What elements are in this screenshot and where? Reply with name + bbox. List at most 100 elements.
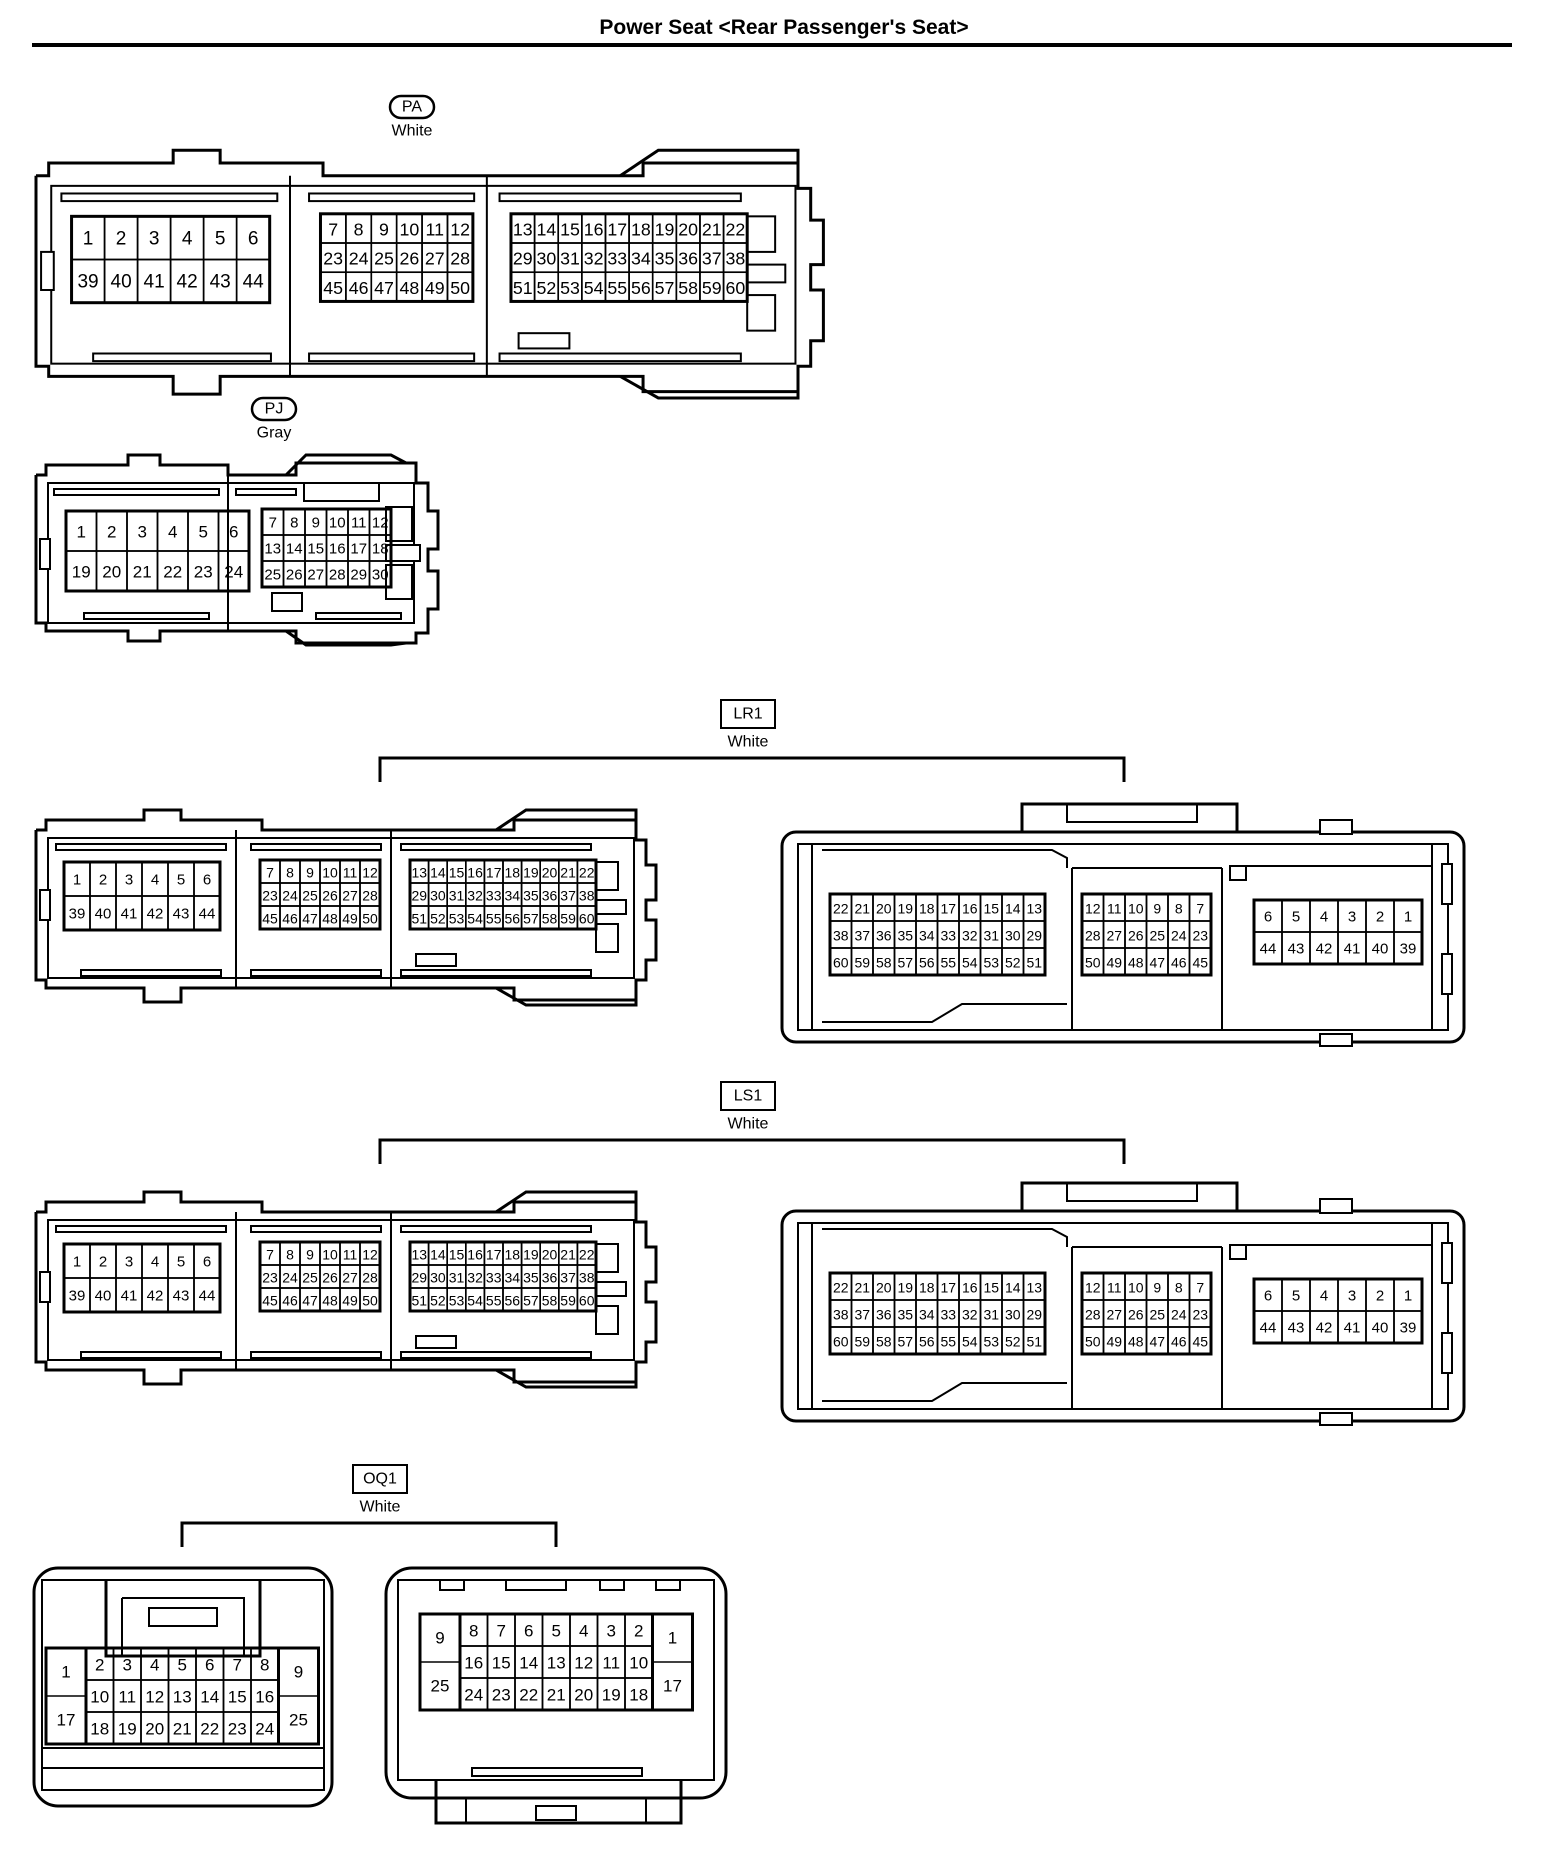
rib — [55, 843, 227, 851]
pin-number: 34 — [919, 1307, 935, 1323]
pin-number: 13 — [264, 541, 281, 558]
lock-arm — [104, 1580, 262, 1658]
rib — [250, 969, 382, 977]
housing-outline — [34, 1190, 658, 1386]
pin-number: 16 — [464, 1654, 483, 1673]
pin-number: 36 — [542, 888, 558, 904]
connector-color: White — [360, 1499, 401, 1516]
pin-number: 7 — [233, 1656, 242, 1675]
pin-number: 2 — [99, 872, 107, 889]
pin-cell — [1188, 1326, 1212, 1355]
pin-number: 12 — [1085, 901, 1101, 917]
pin-number: 27 — [1106, 928, 1122, 944]
key — [1229, 1244, 1247, 1260]
pin-number: 7 — [1196, 901, 1204, 917]
pin-number: 22 — [833, 1280, 849, 1296]
pin-cell — [193, 1277, 221, 1313]
pin-number: 36 — [876, 1307, 892, 1323]
pin-number: 18 — [919, 1280, 935, 1296]
pin-number: 12 — [450, 219, 470, 239]
lock-tab — [148, 1607, 218, 1627]
pin-number: 60 — [833, 955, 849, 971]
pin-number: 16 — [329, 541, 346, 558]
pin-number: 57 — [523, 1293, 539, 1309]
pin-number: 22 — [519, 1686, 538, 1705]
pin-number: 42 — [147, 906, 164, 923]
rib — [822, 1382, 1067, 1402]
pin-number: 20 — [102, 563, 121, 582]
pin-number: 5 — [178, 1656, 187, 1675]
rib — [822, 1003, 1067, 1023]
pin-number: 47 — [302, 1293, 318, 1309]
latch-slot — [415, 953, 457, 967]
pin-number: 16 — [467, 865, 483, 881]
pin-number: 2 — [116, 228, 127, 249]
pin-number: 48 — [322, 911, 338, 927]
pin-number: 35 — [655, 249, 675, 269]
rib — [250, 1351, 382, 1359]
pin-number: 50 — [362, 911, 378, 927]
pin-number: 6 — [205, 1656, 214, 1675]
pin-number: 21 — [547, 1686, 566, 1705]
pin-number: 14 — [200, 1688, 219, 1707]
lock-tab — [1020, 802, 1239, 832]
pin-number: 56 — [919, 1334, 935, 1350]
pin-number: 23 — [1192, 928, 1208, 944]
connector-id-box — [352, 1464, 408, 1494]
pin-number: 23 — [262, 888, 278, 904]
housing-nose — [284, 453, 407, 477]
pin-number: 30 — [372, 567, 389, 584]
connector-bracket — [378, 756, 1126, 782]
pin-number: 50 — [450, 278, 470, 298]
pin-number: 9 — [306, 865, 314, 881]
pin-number: 56 — [919, 955, 935, 971]
pin-cell — [1022, 947, 1046, 976]
pin-number: 18 — [629, 1686, 648, 1705]
pin-number: 2 — [634, 1622, 643, 1641]
pin-number: 38 — [579, 888, 595, 904]
connector-id: OQ1 — [363, 1471, 397, 1488]
pin-cell — [1022, 1326, 1046, 1355]
pin-number: 31 — [449, 1270, 465, 1286]
pin-number: 22 — [579, 865, 595, 881]
pin-number: 14 — [430, 1247, 446, 1263]
page-title: Power Seat <Rear Passenger's Seat> — [599, 16, 969, 39]
housing-nose — [495, 1368, 638, 1389]
pin-cell — [359, 905, 381, 930]
pin-number: 17 — [663, 1677, 682, 1696]
pin-number: 19 — [655, 219, 675, 239]
pin-cell — [217, 550, 250, 592]
pin-number: 25 — [1149, 1307, 1165, 1323]
connector-id-box — [720, 699, 776, 729]
pin-number: 10 — [322, 1247, 338, 1263]
pin-number: 15 — [228, 1688, 247, 1707]
pin-number: 18 — [372, 541, 389, 558]
lock-arm — [122, 1597, 245, 1656]
pin-number: 54 — [584, 278, 604, 298]
pin-number: 21 — [560, 865, 576, 881]
pin-number: 46 — [1171, 1334, 1187, 1350]
pin-number: 12 — [1085, 1280, 1101, 1296]
housing-outline — [34, 453, 440, 645]
pin-number: 10 — [322, 865, 338, 881]
pin-number: 26 — [1128, 1307, 1144, 1323]
pin-number: 11 — [1107, 1280, 1122, 1296]
pin-number: 54 — [467, 911, 483, 927]
pin-number: 13 — [1026, 901, 1042, 917]
pin-number: 37 — [854, 1307, 870, 1323]
pin-number: 10 — [629, 1654, 648, 1673]
pin-number: 59 — [854, 955, 870, 971]
pin-number: 44 — [1260, 1320, 1277, 1337]
pin-number: 21 — [133, 563, 152, 582]
lock-tab — [434, 1780, 683, 1825]
pin-number: 40 — [95, 1288, 112, 1305]
rib — [400, 843, 592, 851]
latch-slot — [746, 294, 777, 332]
pin-number: 31 — [983, 1307, 999, 1323]
pin-number: 38 — [726, 249, 746, 269]
pin-number: 29 — [412, 1270, 428, 1286]
pin-number: 1 — [73, 872, 81, 889]
